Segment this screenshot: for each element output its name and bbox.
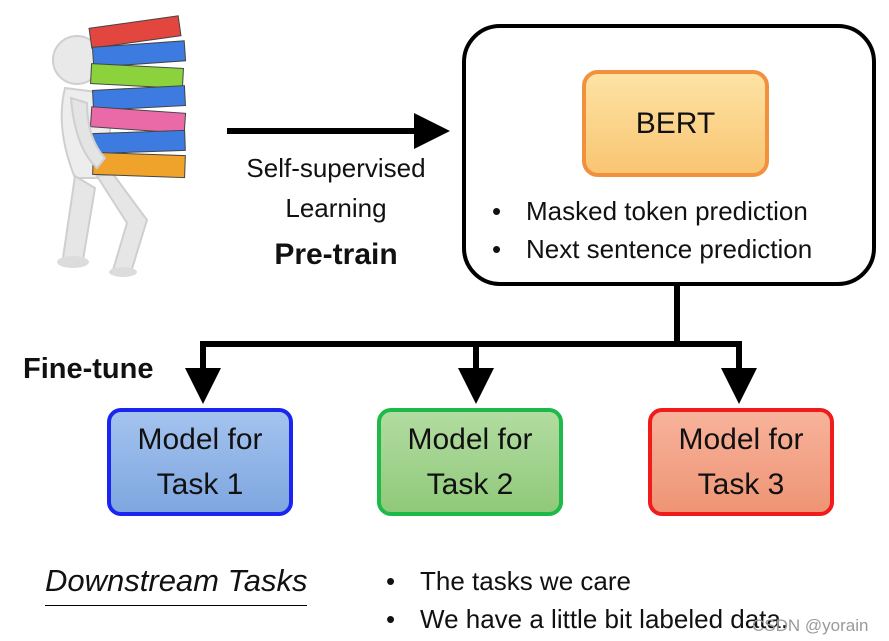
downstream-notes: •The tasks we care •We have a little bit… — [386, 562, 788, 638]
objective-list: •Masked token prediction •Next sentence … — [492, 192, 812, 268]
person-carrying-binders-icon — [52, 15, 187, 277]
downstream-note: •The tasks we care — [386, 566, 631, 596]
bert-box: BERT — [582, 70, 769, 177]
watermark: CSDN @yorain — [752, 616, 869, 635]
pretrain-label: Pre-train — [274, 238, 398, 271]
objective-item: •Masked token prediction — [492, 196, 808, 226]
pretrain-box — [462, 24, 876, 286]
arrow-label-line1: Self-supervised — [246, 153, 426, 183]
downstream-title: Downstream Tasks — [45, 563, 308, 606]
objective-item: •Next sentence prediction — [492, 234, 813, 264]
finetune-label: Fine-tune — [23, 353, 154, 385]
arrow-label-line2: Learning — [285, 193, 387, 223]
downstream-note: •We have a little bit labeled data. — [386, 604, 789, 634]
